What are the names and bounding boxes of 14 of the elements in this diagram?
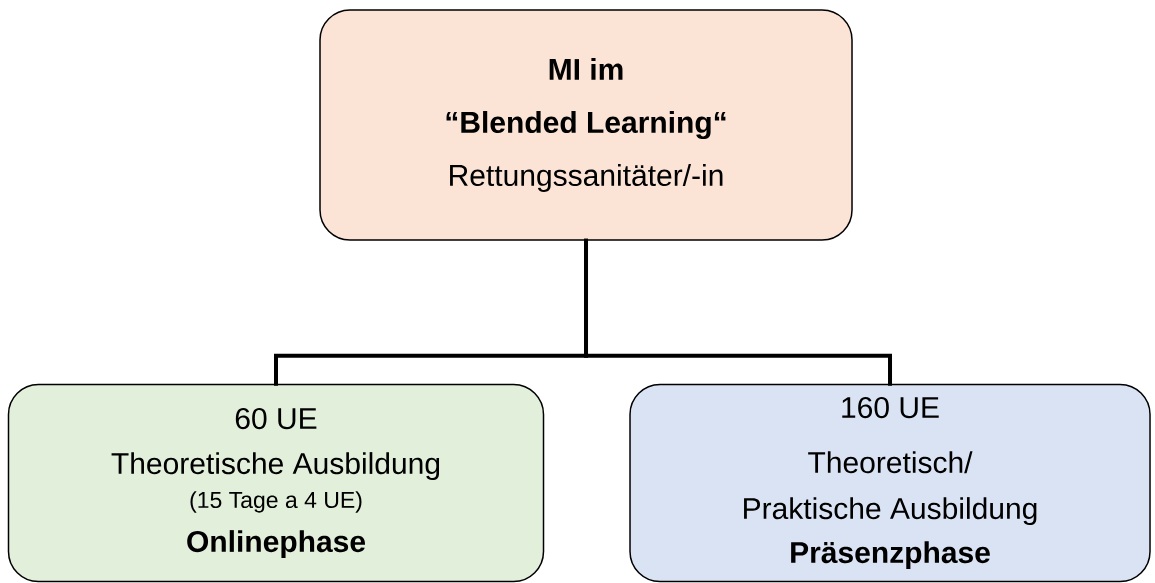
connector-line — [584, 238, 892, 386]
box-text: Präsenzphase — [791, 541, 990, 570]
process-box — [319, 9, 853, 241]
box-text: (15 Tage a 4 UE) — [190, 491, 362, 513]
heading-text: MI im — [549, 58, 623, 80]
process-box — [629, 383, 1151, 583]
box-text: Rettungssanitäter/-in — [450, 164, 723, 192]
box-text: 160 UE — [842, 396, 939, 419]
box-text: 60 UE — [235, 407, 317, 430]
process-box — [7, 383, 545, 583]
box-text: Theoretisch/ Praktische Ausbildung — [744, 451, 1037, 526]
heading-text: “Blended Learning“ — [446, 111, 726, 140]
box-text: Theoretische Ausbildung — [111, 452, 440, 481]
box-text: Onlinephase — [187, 530, 366, 559]
